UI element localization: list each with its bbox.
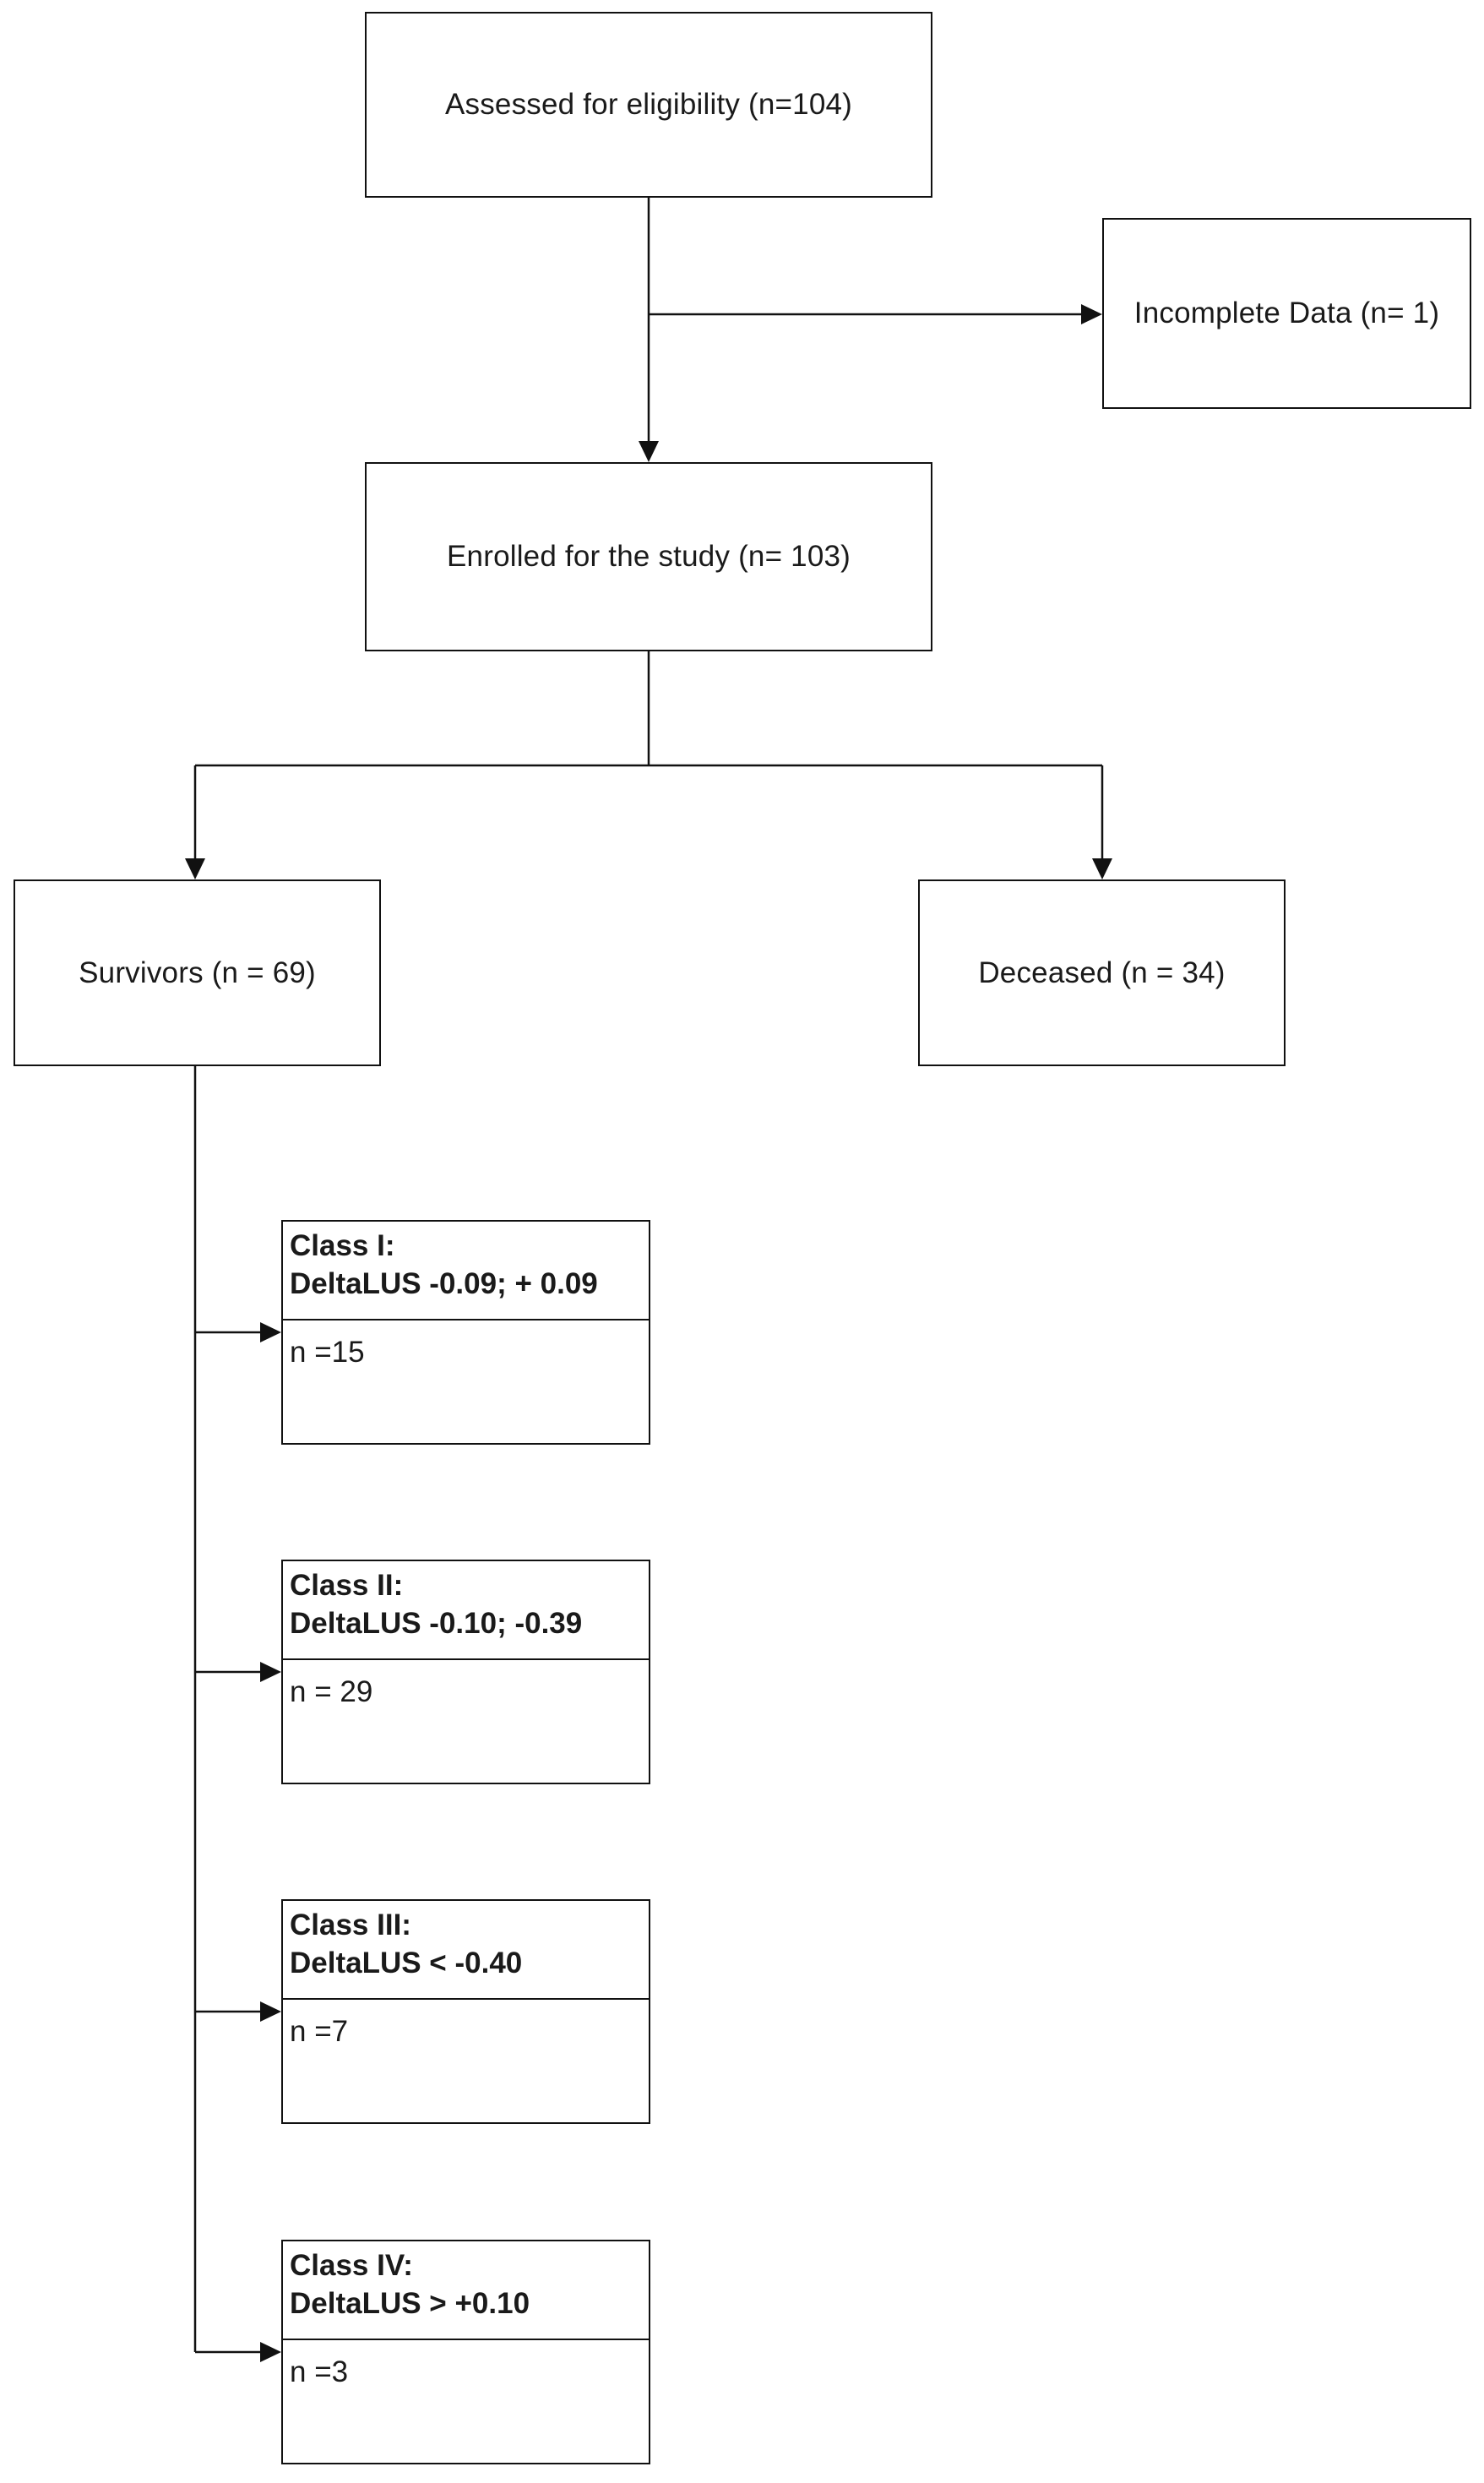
class-3-body: n =7 — [283, 2000, 649, 2122]
class-2-box: Class II: DeltaLUS -0.10; -0.39 n = 29 — [281, 1560, 650, 1784]
class-1-header: Class I: DeltaLUS -0.09; + 0.09 — [283, 1222, 649, 1320]
incomplete-data-box: Incomplete Data (n= 1) — [1102, 218, 1471, 409]
arrow-to-class-4 — [260, 2342, 281, 2362]
survivors-box: Survivors (n = 69) — [14, 879, 381, 1066]
deceased-label: Deceased (n = 34) — [978, 956, 1226, 989]
arrow-to-deceased — [1092, 858, 1112, 879]
class-1-count: n =15 — [290, 1336, 365, 1369]
class-2-header: Class II: DeltaLUS -0.10; -0.39 — [283, 1561, 649, 1660]
arrow-to-class-2 — [260, 1662, 281, 1682]
arrow-to-incomplete — [1081, 304, 1102, 324]
arrow-to-survivors — [185, 858, 205, 879]
class-4-count: n =3 — [290, 2355, 349, 2388]
class-1-body: n =15 — [283, 1320, 649, 1443]
incomplete-data-label: Incomplete Data (n= 1) — [1133, 297, 1440, 329]
class-2-range: DeltaLUS -0.10; -0.39 — [290, 1607, 583, 1640]
class-3-header: Class III: DeltaLUS < -0.40 — [283, 1901, 649, 2000]
class-3-box: Class III: DeltaLUS < -0.40 n =7 — [281, 1899, 650, 2124]
assessed-label: Assessed for eligibility (n=104) — [444, 88, 853, 121]
arrow-to-class-3 — [260, 2001, 281, 2022]
class-1-box: Class I: DeltaLUS -0.09; + 0.09 n =15 — [281, 1220, 650, 1445]
enrolled-label: Enrolled for the study (n= 103) — [447, 540, 851, 573]
class-1-title: Class I: — [290, 1229, 395, 1262]
class-4-header: Class IV: DeltaLUS > +0.10 — [283, 2241, 649, 2340]
class-2-title: Class II: — [290, 1569, 404, 1602]
deceased-box: Deceased (n = 34) — [918, 879, 1286, 1066]
assessed-box: Assessed for eligibility (n=104) — [365, 12, 932, 198]
class-4-box: Class IV: DeltaLUS > +0.10 n =3 — [281, 2240, 650, 2464]
survivors-label: Survivors (n = 69) — [79, 956, 316, 989]
class-4-range: DeltaLUS > +0.10 — [290, 2287, 530, 2320]
class-3-count: n =7 — [290, 2015, 349, 2048]
enrolled-box: Enrolled for the study (n= 103) — [365, 462, 932, 651]
class-1-range: DeltaLUS -0.09; + 0.09 — [290, 1267, 598, 1300]
arrow-to-enrolled — [639, 441, 659, 462]
class-2-body: n = 29 — [283, 1660, 649, 1783]
class-4-body: n =3 — [283, 2340, 649, 2463]
class-3-range: DeltaLUS < -0.40 — [290, 1947, 523, 1979]
class-4-title: Class IV: — [290, 2249, 413, 2282]
arrow-to-class-1 — [260, 1322, 281, 1342]
class-2-count: n = 29 — [290, 1675, 373, 1708]
class-3-title: Class III: — [290, 1909, 411, 1941]
